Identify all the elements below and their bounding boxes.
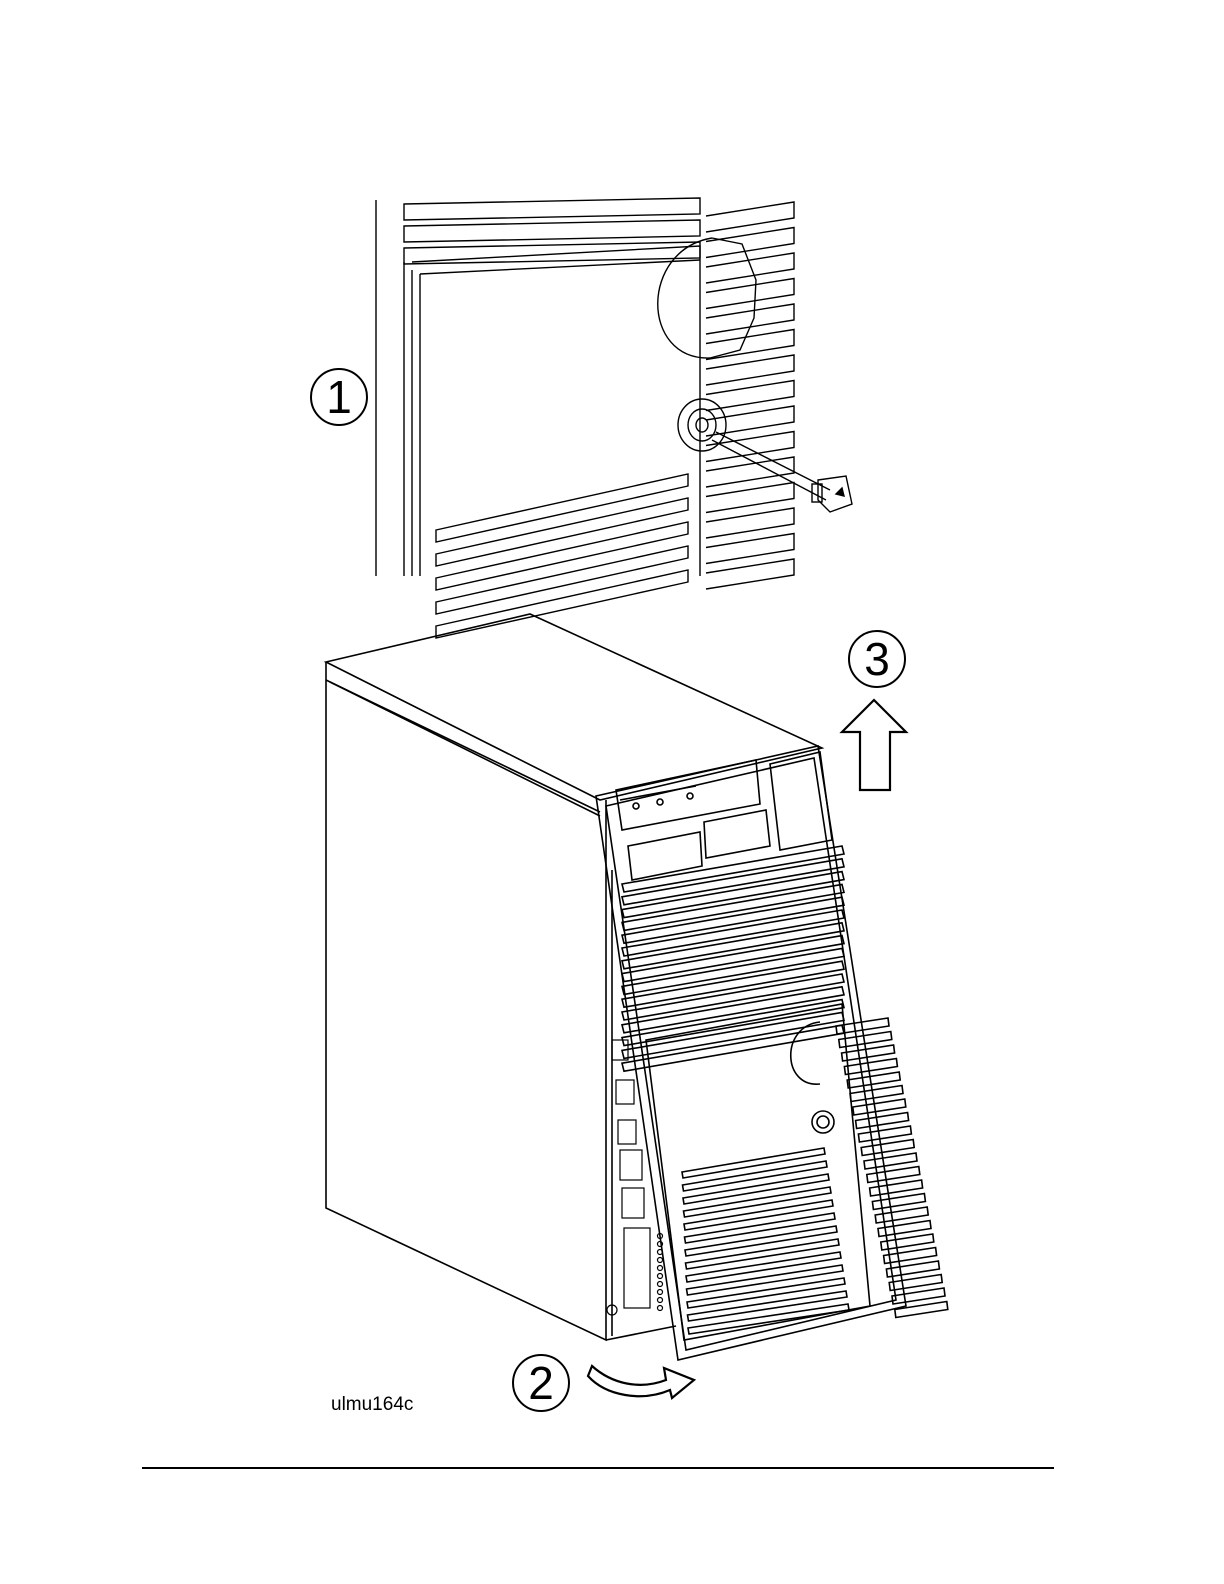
- louvre: [850, 1086, 903, 1102]
- up-arrow-icon: [842, 700, 906, 790]
- louvre: [847, 1072, 900, 1088]
- louvre: [884, 1248, 937, 1264]
- louvre: [404, 198, 700, 220]
- curved-arrow-icon: [588, 1366, 694, 1398]
- louvre: [895, 1302, 948, 1318]
- louvre: [706, 559, 794, 589]
- bezel-lock-icon: [812, 1111, 834, 1133]
- louvre: [404, 242, 700, 264]
- bracket-dot: [658, 1258, 663, 1263]
- step-callout-2: 2: [513, 1355, 569, 1411]
- louvre: [864, 1153, 917, 1169]
- bracket-dot: [658, 1306, 663, 1311]
- louvre: [867, 1167, 920, 1183]
- door-slot: [436, 522, 688, 590]
- louvre: [706, 253, 794, 283]
- louvre: [404, 220, 700, 242]
- bracket-dot: [658, 1298, 663, 1303]
- door-slot: [436, 474, 688, 542]
- louvre: [706, 432, 794, 462]
- door-slot: [436, 546, 688, 614]
- louvre: [706, 355, 794, 385]
- louvre: [706, 483, 794, 513]
- step-callout-1: 1: [311, 369, 367, 425]
- bracket-dot: [658, 1274, 663, 1279]
- louvre: [706, 457, 794, 487]
- louvre: [706, 406, 794, 436]
- louvre: [886, 1261, 939, 1277]
- louvre: [844, 1059, 897, 1075]
- footer-rule: [142, 1467, 1054, 1469]
- bracket-dot: [658, 1282, 663, 1287]
- door-slot: [436, 498, 688, 566]
- bracket-dot: [658, 1290, 663, 1295]
- louvre: [706, 304, 794, 334]
- louvre: [861, 1140, 914, 1156]
- bracket-dot: [658, 1266, 663, 1271]
- louvre: [706, 202, 794, 232]
- step-callout-3: 3: [849, 631, 905, 687]
- step-label-3: 3: [864, 633, 890, 685]
- internal-brackets: [607, 1040, 663, 1315]
- detail-lock-closeup: [376, 198, 852, 638]
- louvre: [858, 1126, 911, 1142]
- step-label-1: 1: [326, 371, 352, 423]
- figure-id: ulmu164c: [331, 1394, 413, 1415]
- louvre: [706, 279, 794, 309]
- louvre: [856, 1113, 909, 1129]
- louvre: [706, 508, 794, 538]
- step-label-2: 2: [528, 1357, 554, 1409]
- front-bezel: [596, 746, 948, 1360]
- louvre: [889, 1275, 942, 1291]
- louvre: [892, 1288, 945, 1304]
- louvre: [853, 1099, 906, 1115]
- louvre: [706, 228, 794, 258]
- louvre: [706, 534, 794, 564]
- louvre: [842, 1045, 895, 1061]
